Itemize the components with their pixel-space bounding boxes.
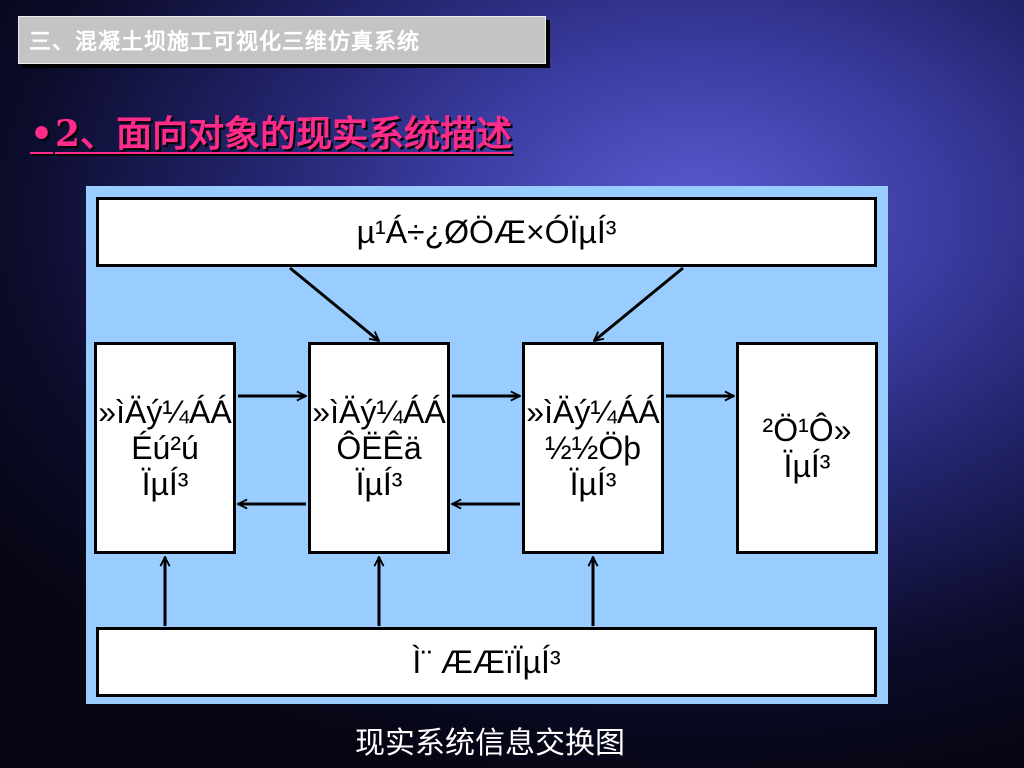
diagram-node-2: »ìÄý¼ÁÁ ÔËÊä ÏµÍ³ (308, 342, 450, 554)
section-title-box: 三、混凝土坝施工可视化三维仿真系统 (18, 16, 546, 64)
diagram-node-3-label: »ìÄý¼ÁÁ ½½Öþ ÏµÍ³ (526, 394, 660, 502)
diagram-node-1: »ìÄý¼ÁÁ Éú²ú ÏµÍ³ (94, 342, 236, 554)
diagram-caption: 现实系统信息交换图 (355, 726, 625, 761)
diagram-node-2-label: »ìÄý¼ÁÁ ÔËÊä ÏµÍ³ (312, 394, 446, 502)
diagram-node-4: ²Ö¹Ô» ÏµÍ³ (736, 342, 878, 554)
slide-subtitle: •2、面向对象的现实系统描述 (30, 110, 512, 158)
diagram-node-top: µ¹Á÷¿ØÖÆ×ÓÏµÍ³ (96, 197, 877, 267)
diagram-node-4-label: ²Ö¹Ô» ÏµÍ³ (762, 412, 852, 484)
diagram-node-top-label: µ¹Á÷¿ØÖÆ×ÓÏµÍ³ (356, 214, 617, 250)
subtitle-bullet: • (30, 113, 54, 155)
diagram-node-1-label: »ìÄý¼ÁÁ Éú²ú ÏµÍ³ (98, 394, 232, 502)
diagram-node-3: »ìÄý¼ÁÁ ½½Öþ ÏµÍ³ (522, 342, 664, 554)
diagram-node-bottom: Ì¨ ÆÆïÏµÍ³ (96, 627, 877, 697)
subtitle-text: 2、面向对象的现实系统描述 (55, 113, 513, 155)
section-title: 三、混凝土坝施工可视化三维仿真系统 (29, 30, 421, 55)
diagram-node-bottom-label: Ì¨ ÆÆïÏµÍ³ (412, 644, 561, 680)
